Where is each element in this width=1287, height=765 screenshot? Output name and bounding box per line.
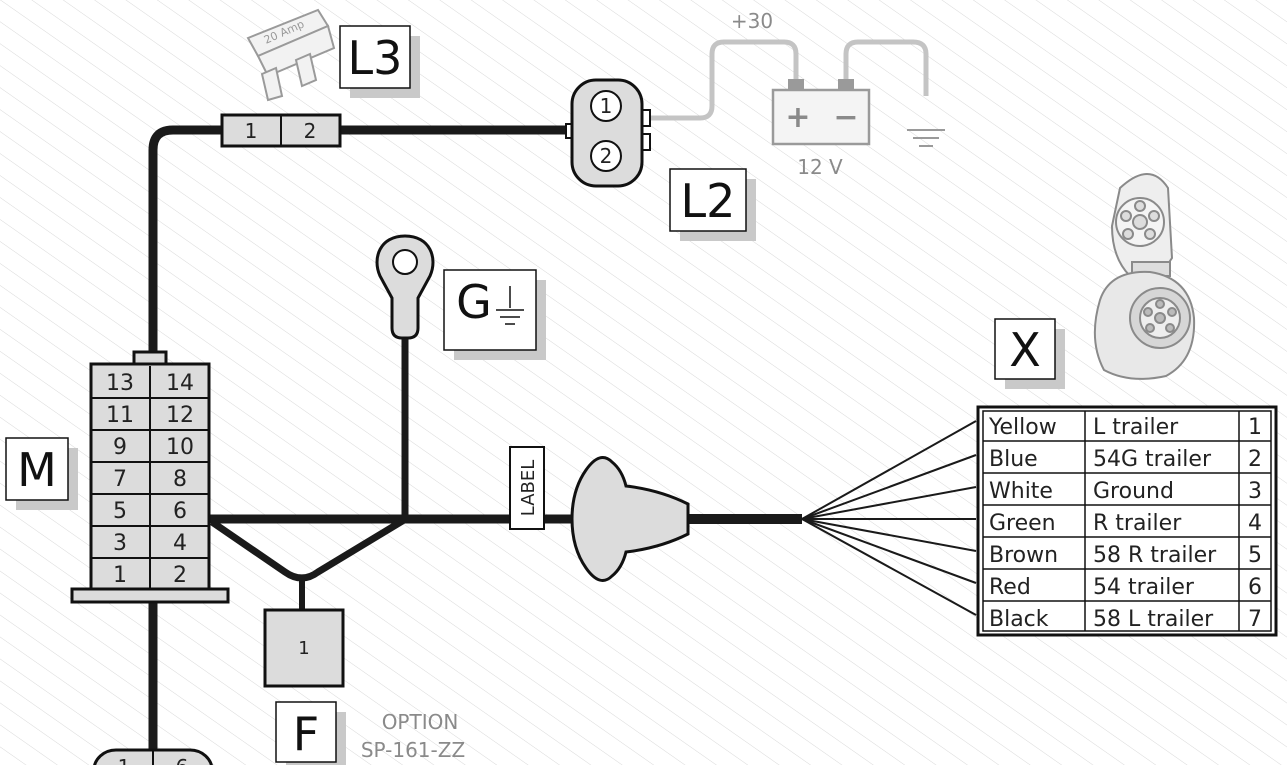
m-pin: 14 (166, 371, 194, 396)
label-tag-text: LABEL (518, 460, 539, 517)
battery-terminal-label: +30 (731, 9, 773, 33)
m-pin: 11 (106, 403, 134, 428)
wire-m-to-fuse (148, 125, 222, 352)
m-pin: 7 (113, 467, 127, 492)
label-box-m: M (5, 437, 78, 510)
option-line-2: SP-161-ZZ (361, 738, 465, 762)
label-l2: L2 (681, 174, 736, 228)
fuse-pin-1: 1 (245, 119, 258, 143)
table-cell-function: 58 R trailer (1093, 543, 1217, 568)
table-cell-function: 58 L trailer (1093, 607, 1214, 632)
ground-symbol-icon (907, 129, 945, 147)
l2-pin-2: 2 (600, 144, 613, 168)
ground-icon (496, 286, 524, 325)
table-cell-color: Red (989, 575, 1031, 600)
label-m: M (17, 443, 57, 497)
m-pin: 12 (166, 403, 194, 428)
m-pin: 10 (166, 435, 194, 460)
wire-fan (801, 420, 977, 616)
table-cell-pin: 2 (1248, 447, 1262, 472)
table-cell-function: R trailer (1093, 511, 1182, 536)
bottom-pin-1: 1 (118, 755, 131, 765)
table-cell-pin: 7 (1248, 607, 1262, 632)
connector-m: 13 14 11 12 9 10 7 8 5 6 3 4 1 2 (70, 350, 230, 604)
wiring (148, 39, 977, 765)
m-pin: 4 (173, 531, 187, 556)
m-pin: 5 (113, 499, 127, 524)
label-box-l2: L2 (669, 168, 756, 241)
label-box-l3: L3 (339, 25, 420, 98)
table-cell-color: Brown (989, 543, 1058, 568)
label-l3: L3 (348, 31, 403, 85)
table-cell-pin: 3 (1248, 479, 1262, 504)
label-box-g: G (443, 269, 546, 360)
l2-pin-1: 1 (600, 94, 613, 118)
label-box-x: X (994, 318, 1065, 389)
m-pin: 1 (113, 563, 127, 588)
fuse-holder: 1 2 (220, 113, 342, 148)
connector-l2: 1 2 (565, 78, 651, 188)
connector-f: 1 (263, 608, 345, 688)
harness-boot (570, 456, 690, 582)
battery-icon: +30 + − 12 V (731, 9, 871, 179)
wire-l2-to-battery-plus (646, 39, 799, 121)
label-box-f: F (275, 701, 346, 765)
m-pin: 2 (173, 563, 187, 588)
ring-terminal-icon (375, 234, 435, 340)
label-f: F (293, 707, 319, 761)
m-pin: 8 (173, 467, 187, 492)
table-cell-function: L trailer (1093, 415, 1179, 440)
wire-battery-minus-to-ground (843, 39, 929, 96)
connector-bottom: 1 6 (93, 748, 213, 765)
battery-voltage: 12 V (797, 155, 843, 179)
table-cell-color: Blue (989, 447, 1038, 472)
table-cell-function: Ground (1093, 479, 1174, 504)
m-pin: 9 (113, 435, 127, 460)
table-cell-pin: 4 (1248, 511, 1262, 536)
option-line-1: OPTION (382, 710, 459, 734)
table-cell-color: Black (989, 607, 1049, 632)
m-pin: 13 (106, 371, 134, 396)
table-cell-pin: 5 (1248, 543, 1262, 568)
table-cell-color: Green (989, 511, 1056, 536)
battery-plus: + (785, 100, 810, 135)
table-cell-color: Yellow (988, 415, 1057, 440)
table-cell-function: 54 trailer (1093, 575, 1195, 600)
label-x: X (1009, 323, 1041, 377)
wire-table: Yellow L trailer 1 Blue 54G trailer 2 Wh… (976, 405, 1278, 637)
table-cell-function: 54G trailer (1093, 447, 1212, 472)
table-cell-pin: 1 (1248, 415, 1262, 440)
bottom-pin-6: 6 (176, 755, 189, 765)
label-tag: LABEL (509, 446, 545, 530)
table-cell-color: White (989, 479, 1053, 504)
m-pin: 6 (173, 499, 187, 524)
table-cell-pin: 6 (1248, 575, 1262, 600)
battery-minus: − (833, 100, 858, 135)
label-g: G (456, 275, 492, 329)
fuse-pin-2: 2 (304, 119, 317, 143)
trailer-socket-icon (1093, 173, 1196, 380)
f-pin: 1 (298, 638, 309, 659)
m-pin: 3 (113, 531, 127, 556)
